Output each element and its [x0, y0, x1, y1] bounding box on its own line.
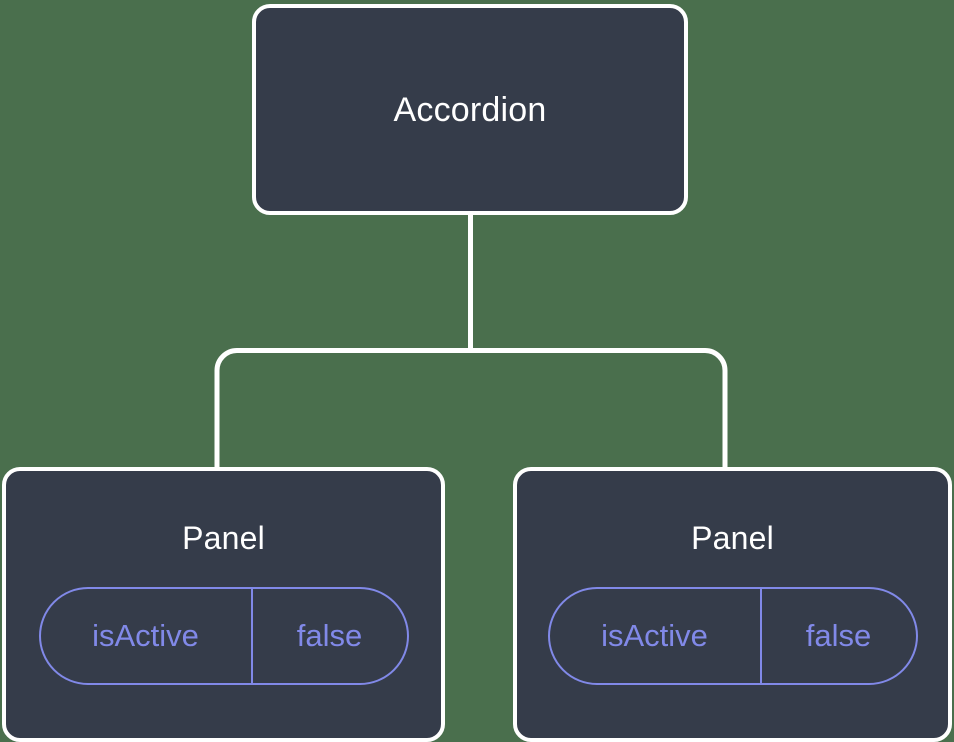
connector-branch-left: [214, 348, 471, 470]
prop-value-label: false: [805, 618, 872, 653]
node-accordion-label: Accordion: [393, 90, 547, 129]
node-panel-1-label: Panel: [182, 520, 265, 556]
connector-branch-right: [470, 348, 728, 470]
prop-value-label: false: [296, 618, 363, 653]
prop-key-label: isActive: [550, 589, 762, 683]
prop-badge-isactive-1[interactable]: isActive false: [38, 587, 409, 685]
node-accordion[interactable]: Accordion: [252, 4, 688, 215]
prop-badge-isactive-2[interactable]: isActive false: [547, 587, 918, 685]
node-panel-1[interactable]: Panel isActive false: [2, 467, 445, 742]
node-panel-2-label: Panel: [691, 520, 774, 556]
node-panel-2[interactable]: Panel isActive false: [513, 467, 952, 742]
prop-key-label: isActive: [41, 589, 253, 683]
